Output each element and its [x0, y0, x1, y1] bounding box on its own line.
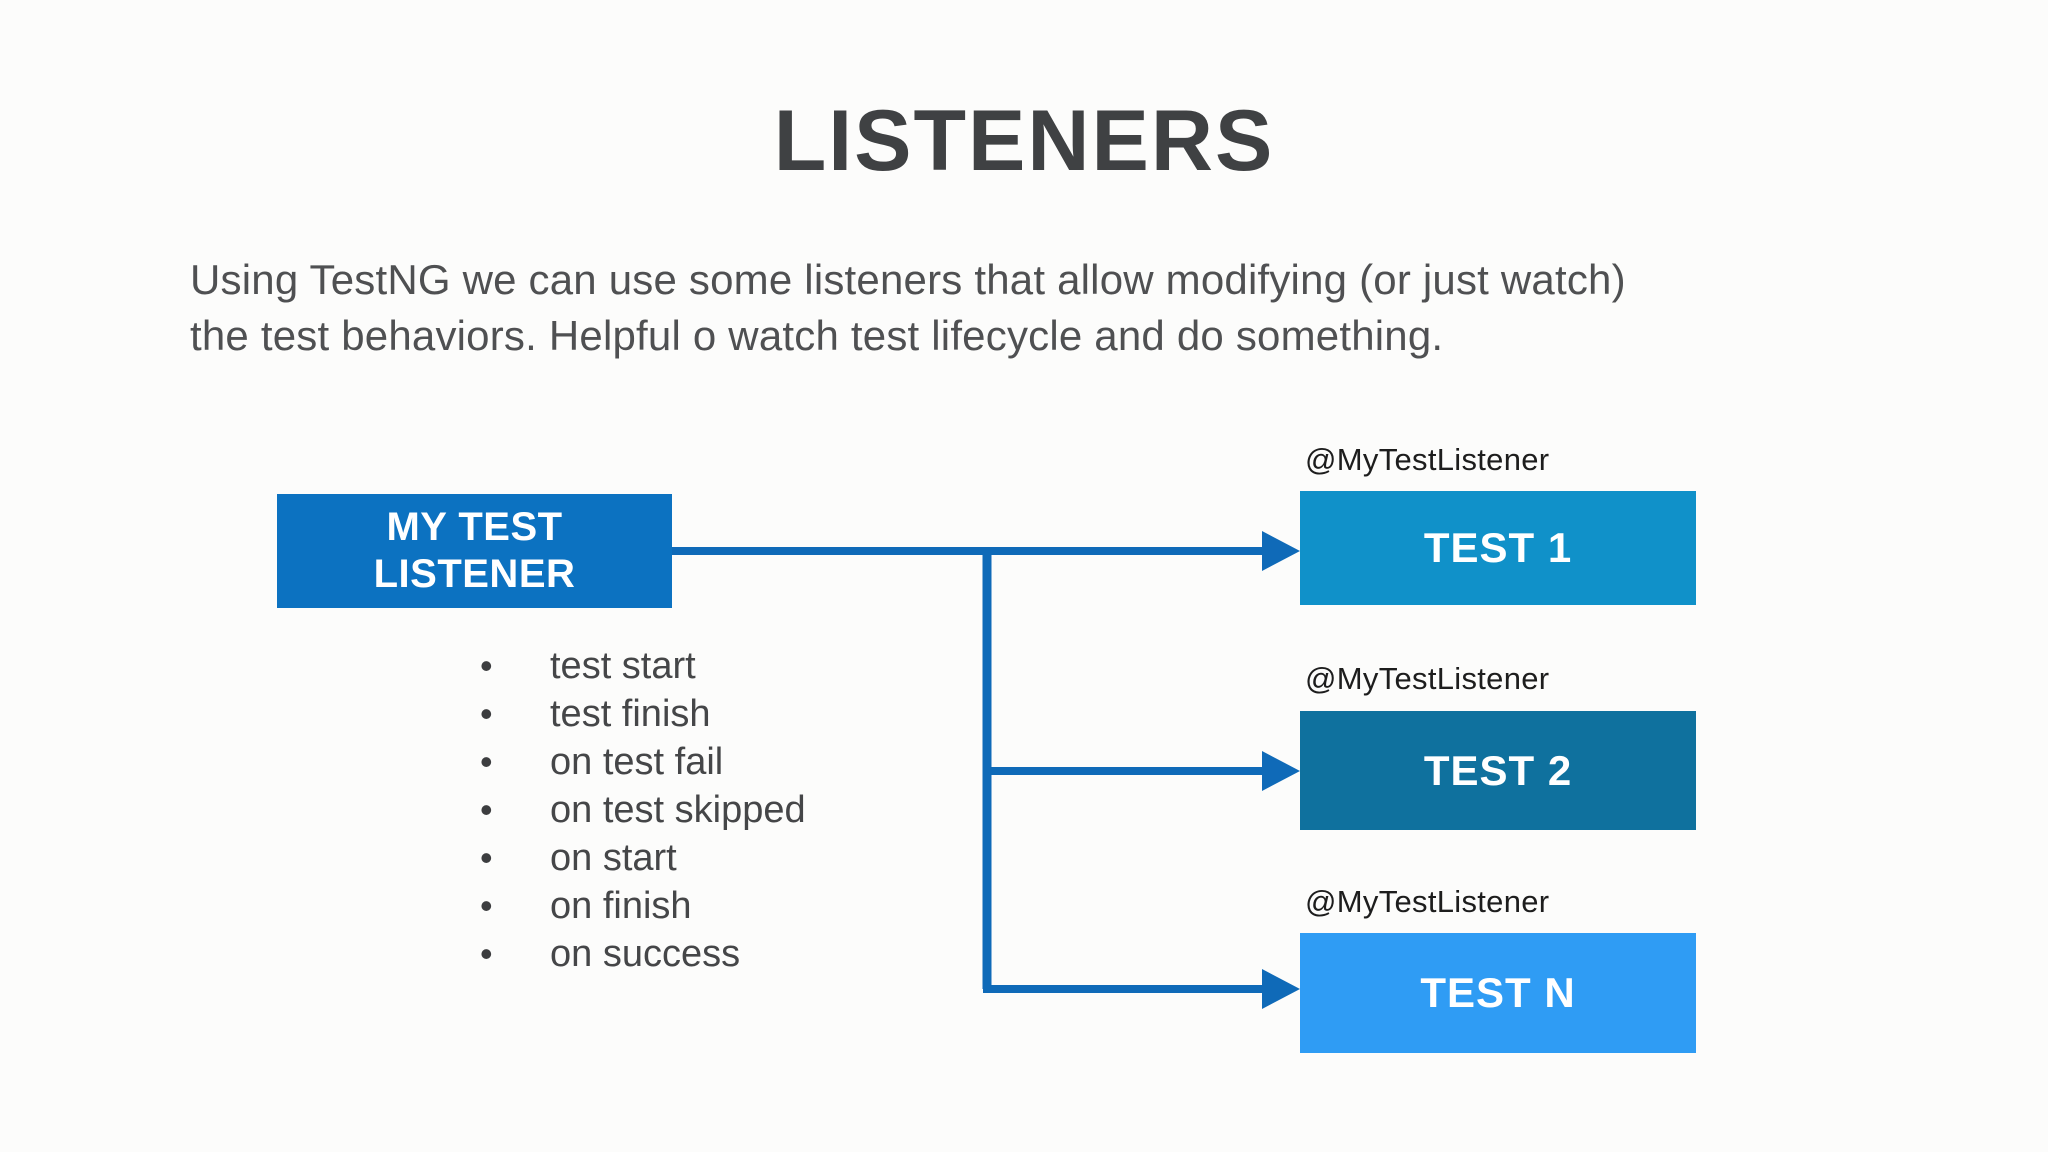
event-label: on test skipped	[550, 789, 806, 831]
test1-annotation: @MyTestListener	[1305, 442, 1550, 477]
event-list: test start test finish on test fail on t…	[470, 642, 1070, 978]
listener-box-label: MY TEST LISTENER	[373, 505, 576, 596]
event-label: on finish	[550, 885, 692, 927]
event-list-item: test start	[470, 642, 1070, 690]
test-box-label: TEST 1	[1423, 524, 1573, 571]
test-box-label: TEST N	[1420, 969, 1576, 1016]
intro-line: Using TestNG we can use some listeners t…	[190, 256, 1626, 303]
event-label: on start	[550, 837, 677, 879]
test-box-2: TEST 2	[1300, 711, 1696, 830]
intro-line: the test behaviors. Helpful o watch test…	[190, 312, 1444, 359]
event-label: test start	[550, 645, 696, 687]
test-box-1: TEST 1	[1300, 491, 1696, 605]
arrowhead-testn-icon	[1262, 969, 1300, 1009]
event-label: test finish	[550, 693, 711, 735]
intro-paragraph: Using TestNG we can use some listeners t…	[190, 252, 1950, 364]
testn-annotation: @MyTestListener	[1305, 884, 1550, 919]
event-list-item: test finish	[470, 690, 1070, 738]
event-list-item: on start	[470, 834, 1070, 882]
event-list-item: on finish	[470, 882, 1070, 930]
event-label: on test fail	[550, 741, 724, 783]
arrowhead-test1-icon	[1262, 531, 1300, 571]
event-label: on success	[550, 933, 741, 975]
test2-annotation: @MyTestListener	[1305, 661, 1550, 696]
listener-box: MY TEST LISTENER	[277, 494, 672, 608]
event-list-item: on success	[470, 930, 1070, 978]
event-list-item: on test fail	[470, 738, 1070, 786]
arrowhead-test2-icon	[1262, 751, 1300, 791]
test-box-label: TEST 2	[1423, 746, 1573, 794]
test-box-n: TEST N	[1300, 933, 1696, 1053]
event-list-item: on test skipped	[470, 786, 1070, 834]
page-title: LISTENERS	[773, 93, 1275, 189]
